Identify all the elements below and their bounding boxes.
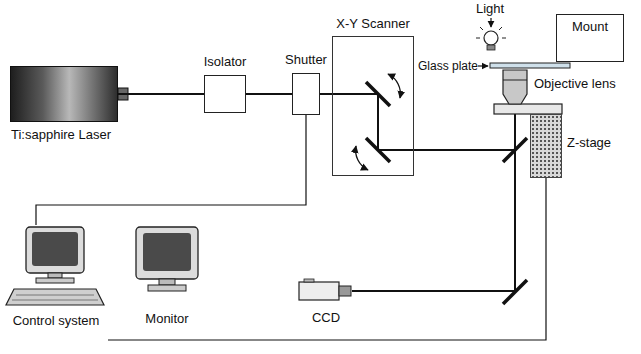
node-label: Ti:sapphire Laser [11, 127, 111, 143]
mount-box: Mount [556, 14, 624, 62]
objective-lens [503, 70, 527, 104]
fold-mirror [503, 138, 527, 162]
monitor-icon: Monitor [126, 225, 208, 330]
node-label: X-Y Scanner [336, 16, 409, 32]
shutter-box: Shutter [292, 73, 320, 115]
node-label: Z-stage [567, 135, 611, 151]
node-label: Control system [13, 313, 100, 329]
objective-lens-label: Objective lens [534, 76, 616, 92]
node-label: CCD [312, 310, 340, 326]
scan-mirror [366, 82, 390, 106]
z-stage-box: Z-stage [530, 114, 562, 178]
pointer-arrow [478, 65, 488, 66]
lens-band [503, 80, 527, 81]
glass-plate [490, 63, 570, 68]
rotation-arrow [356, 146, 368, 170]
computer-icon: Control system [4, 225, 108, 345]
node-label: Shutter [285, 52, 327, 68]
scan-mirror [366, 138, 390, 162]
laser-beam [320, 93, 332, 95]
light-bulb [484, 31, 498, 45]
node-label: Mount [572, 19, 608, 35]
node-label: Monitor [145, 311, 188, 327]
light-rays [476, 27, 506, 38]
bulb-base [487, 45, 495, 50]
stage-holder [494, 104, 562, 114]
laser-box: Ti:sapphire Laser [10, 66, 118, 122]
laser-beam [332, 94, 515, 150]
rotation-arrow [388, 74, 400, 98]
control-wire [108, 178, 546, 340]
light-label: Light [476, 1, 504, 17]
laser-beam [514, 114, 516, 292]
pointer-arrow [490, 18, 491, 27]
ccd-camera: CCD [298, 278, 354, 328]
laser-beam [246, 93, 292, 95]
isolator-box: Isolator [204, 75, 246, 113]
scanner-box: X-Y Scanner [332, 36, 414, 176]
node-label: Isolator [204, 54, 247, 70]
fold-mirror [503, 280, 527, 304]
ccd-beam [352, 290, 515, 292]
glass-plate-label: Glass plate [418, 58, 478, 74]
laser-beam [118, 93, 204, 95]
